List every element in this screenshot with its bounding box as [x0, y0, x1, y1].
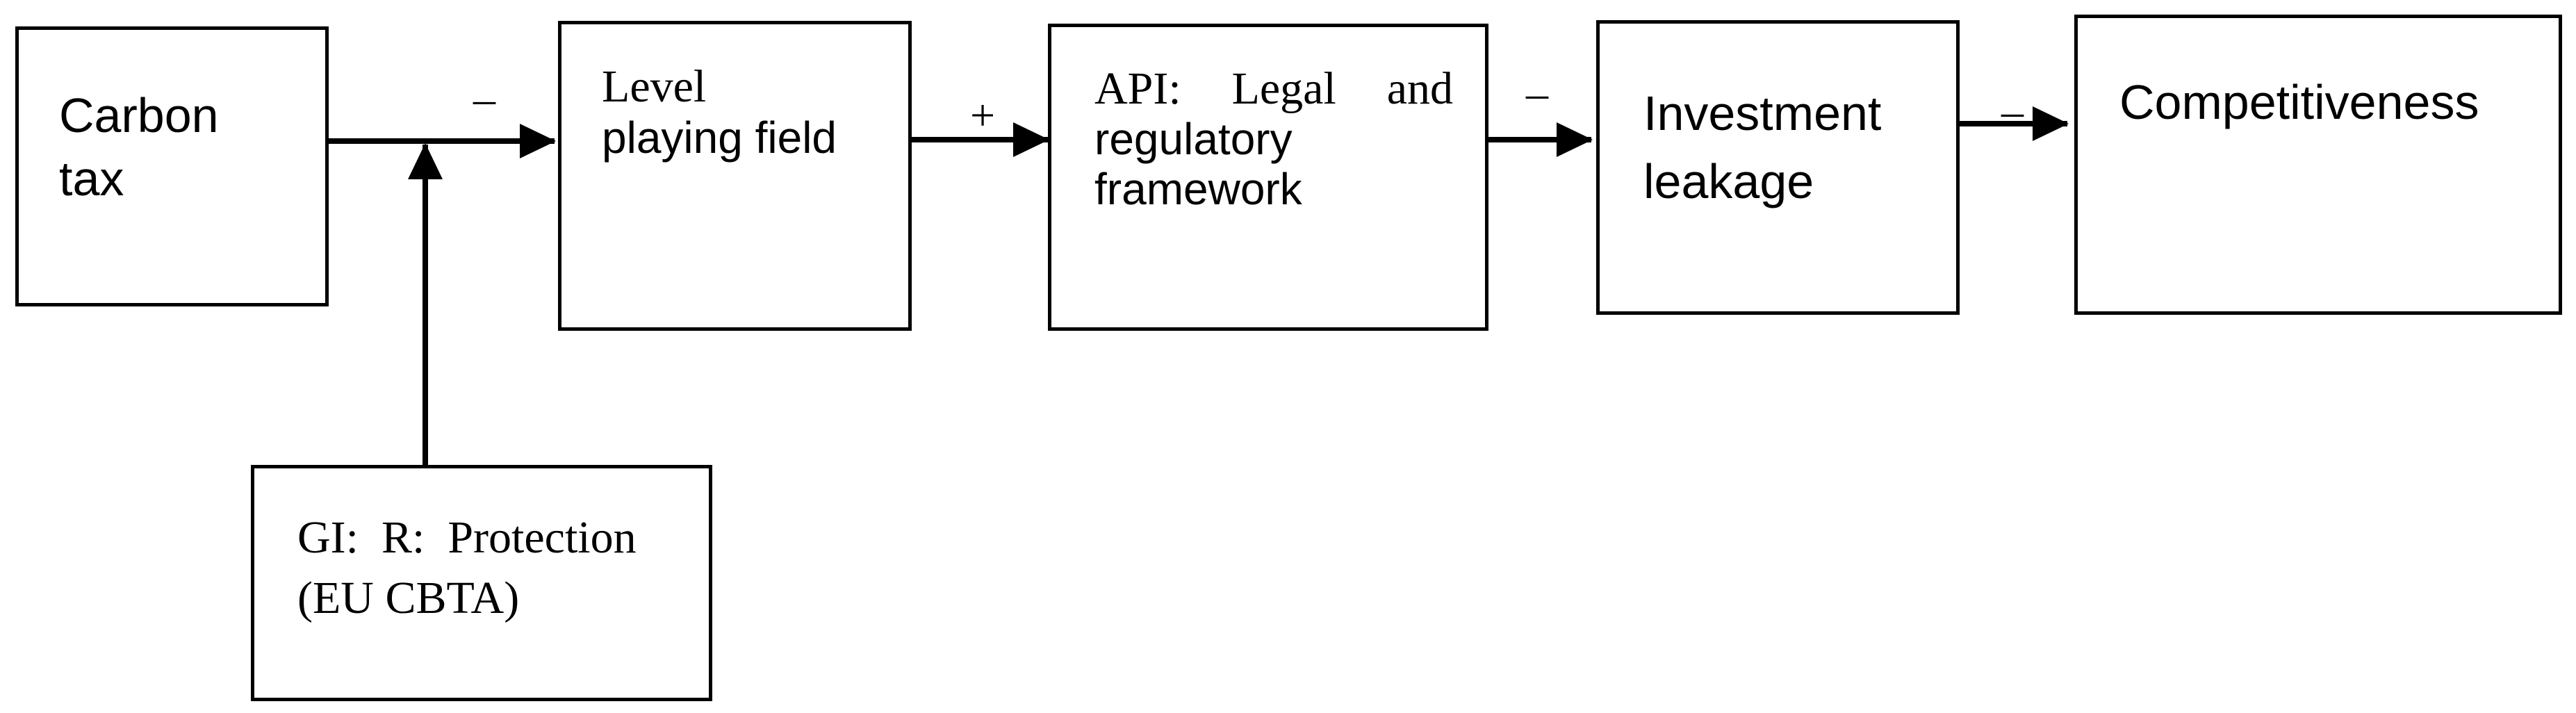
- api-framework-line3: framework: [1094, 163, 1302, 214]
- carbon-tax-label: Carbon tax: [59, 84, 219, 211]
- level-playing-field-box: Level playing field: [558, 21, 912, 331]
- api-word-legal: Legal: [1231, 63, 1336, 114]
- level-playing-field-label: Level playing field: [602, 60, 837, 163]
- level-playing-field-line2: playing field: [602, 113, 837, 163]
- investment-leakage-line2: leakage: [1643, 154, 1814, 208]
- api-framework-line1: API: Legal and: [1094, 63, 1453, 115]
- api-word-and: and: [1386, 63, 1453, 114]
- sign-api-to-leakage: –: [1526, 68, 1548, 117]
- api-framework-label: API: Legal and regulatory framework: [1094, 63, 1453, 214]
- gi-protection-line2: (EU CBTA): [297, 573, 520, 624]
- carbon-tax-line1: Carbon: [59, 88, 219, 142]
- competitiveness-line1: Competitiveness: [2119, 75, 2479, 129]
- carbon-tax-box: Carbon tax: [15, 26, 329, 306]
- investment-leakage-box: Investment leakage: [1596, 20, 1960, 315]
- api-framework-line2: regulatory: [1094, 113, 1293, 164]
- gi-protection-box: GI: R: Protection (EU CBTA): [251, 465, 712, 701]
- sign-leakage-to-competitiveness: –: [2001, 86, 2024, 136]
- api-prefix: API:: [1094, 63, 1181, 114]
- carbon-tax-line2: tax: [59, 151, 124, 206]
- competitiveness-label: Competitiveness: [2119, 75, 2479, 131]
- investment-leakage-line1: Investment: [1643, 86, 1882, 140]
- gi-protection-label: GI: R: Protection (EU CBTA): [297, 507, 637, 628]
- sign-level-to-api: +: [970, 90, 996, 140]
- level-playing-field-line1: Level: [602, 61, 707, 112]
- gi-protection-line1: GI: R: Protection: [297, 512, 637, 563]
- sign-carbon-to-level: –: [473, 74, 495, 123]
- competitiveness-box: Competitiveness: [2074, 15, 2562, 315]
- investment-leakage-label: Investment leakage: [1643, 79, 1881, 215]
- api-framework-box: API: Legal and regulatory framework: [1048, 24, 1488, 331]
